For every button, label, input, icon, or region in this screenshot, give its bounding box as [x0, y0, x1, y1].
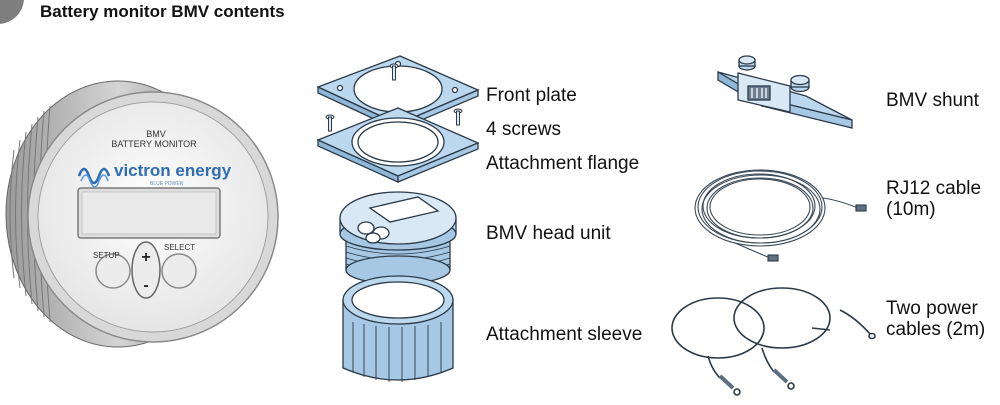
device-tagline-text: BLUE POWER [150, 181, 184, 187]
rj12-cable-part [694, 169, 867, 262]
rj12-cable-label-line1: RJ12 cable [886, 178, 982, 199]
attachment-sleeve-label: Attachment sleeve [486, 324, 643, 345]
select-label-text: SELECT [164, 243, 195, 252]
rj12-cable-label-line2: (10m) [886, 199, 936, 220]
bmv-device-photo [5, 80, 279, 348]
setup-button [95, 253, 131, 289]
select-button [161, 253, 197, 289]
device-line1-text: BMV [146, 129, 166, 139]
bmv-shunt-part [717, 55, 853, 129]
rj12-cable-label: RJ12 cable (10m) [886, 178, 981, 220]
head-unit-label: BMV head unit [486, 223, 611, 244]
screws-label: 4 screws [486, 119, 561, 140]
attachment-flange-part [316, 107, 480, 184]
power-cables-label-line2: cables (2m) [886, 319, 986, 340]
plus-minus-rocker [131, 241, 161, 299]
power-cables-label-line1: Two power [886, 298, 978, 319]
setup-label-text: SETUP [93, 251, 120, 260]
power-cables-label: Two power cables (2m) [886, 298, 985, 340]
plus-symbol-text: + [141, 249, 150, 266]
shunt-label: BMV shunt [886, 90, 979, 111]
device-line2-text: BATTERY MONITOR [111, 139, 197, 149]
minus-symbol-text: - [143, 277, 148, 294]
attachment-flange-label: Attachment flange [486, 153, 640, 174]
page-title: Battery monitor BMV contents [40, 2, 285, 21]
front-plate-label: Front plate [486, 85, 577, 106]
power-cables-part [671, 287, 876, 396]
device-brand-text: victron energy [114, 161, 232, 180]
victron-logo-icon [77, 167, 111, 188]
bmv-head-unit-part [339, 191, 457, 285]
attachment-sleeve-part [342, 275, 454, 382]
